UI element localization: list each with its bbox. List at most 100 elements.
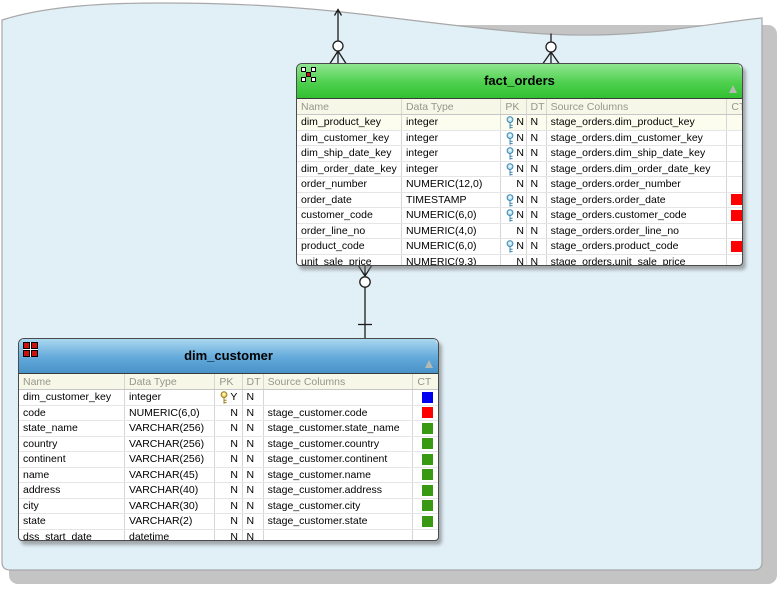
column-ct — [726, 130, 742, 146]
column-source: stage_orders.product_code — [546, 238, 728, 255]
column-pk: N — [500, 223, 527, 239]
scroll-up-icon[interactable] — [729, 68, 737, 93]
scroll-up-icon[interactable] — [425, 343, 433, 368]
table-header-fact-orders[interactable]: fact_orders — [297, 64, 742, 99]
column-pk: N — [214, 467, 243, 483]
column-source — [263, 389, 414, 406]
fact-table-icon — [301, 67, 317, 83]
column-dt: N — [242, 389, 264, 406]
column-dt: N — [526, 254, 547, 265]
column-source: stage_customer.name — [263, 467, 414, 483]
column-dt: N — [242, 498, 264, 514]
column-pk: N — [214, 405, 243, 421]
header-data-type: Data Type — [401, 99, 502, 115]
column-ct — [726, 145, 742, 162]
scroll-down-icon[interactable] — [737, 64, 742, 85]
column-name: dim_customer_key — [297, 130, 402, 146]
column-grid: Name Data Type PK DT Source Columns CT d… — [19, 374, 438, 540]
column-pk: N — [500, 176, 527, 193]
relationship-connector-top-left[interactable] — [329, 8, 347, 64]
table-dim-customer[interactable]: dim_customer Name Data Type PK DT Source… — [18, 338, 439, 541]
column-datatype: VARCHAR(2) — [124, 513, 216, 530]
header-pk: PK — [500, 99, 527, 115]
column-ct — [726, 114, 742, 131]
ct-green-indicator — [422, 500, 434, 512]
column-dt: N — [242, 451, 264, 468]
column-source: stage_orders.unit_sale_price — [546, 254, 728, 265]
column-name: city — [19, 498, 125, 514]
header-dt: DT — [242, 374, 264, 390]
column-dt: N — [242, 482, 264, 499]
column-source: stage_customer.state — [263, 513, 414, 530]
header-dt: DT — [526, 99, 547, 115]
column-source: stage_orders.order_number — [546, 176, 728, 193]
blue-key-icon — [507, 240, 514, 253]
column-pk: N — [500, 192, 527, 208]
column-datatype: integer — [401, 114, 502, 131]
column-datatype: VARCHAR(256) — [124, 451, 216, 468]
dimension-table-icon — [23, 342, 38, 357]
column-name: country — [19, 436, 125, 452]
column-name: name — [19, 467, 125, 483]
blue-key-icon — [507, 131, 514, 145]
ct-red-indicator — [422, 407, 434, 419]
column-ct — [726, 161, 742, 177]
scroll-down-icon[interactable] — [433, 339, 438, 360]
relationship-connector-top-right[interactable] — [542, 33, 560, 64]
ct-blue-indicator — [422, 391, 434, 403]
column-ct — [412, 467, 438, 483]
header-source-columns: Source Columns — [546, 99, 728, 115]
column-datatype: VARCHAR(40) — [124, 482, 216, 499]
column-pk: N — [214, 482, 243, 499]
column-datatype: VARCHAR(256) — [124, 436, 216, 452]
column-datatype: integer — [401, 161, 502, 177]
header-name: Name — [19, 374, 125, 390]
column-pk: N — [214, 529, 243, 540]
ct-red-indicator — [731, 209, 742, 221]
column-grid: Name Data Type PK DT Source Columns CT d… — [297, 99, 742, 265]
column-dt: N — [526, 207, 547, 224]
column-datatype: NUMERIC(12,0) — [401, 176, 502, 193]
column-pk: N — [500, 114, 527, 131]
column-datatype: VARCHAR(256) — [124, 420, 216, 437]
column-dt: N — [526, 176, 547, 193]
column-datatype: NUMERIC(6,0) — [401, 207, 502, 224]
column-pk: N — [500, 145, 527, 162]
column-dt: N — [242, 529, 264, 540]
column-source: stage_customer.city — [263, 498, 414, 514]
column-name: dim_order_date_key — [297, 161, 402, 177]
column-dt: N — [526, 192, 547, 208]
table-header-dim-customer[interactable]: dim_customer — [19, 339, 438, 374]
relationship-connector-fact-dim-customer[interactable] — [356, 263, 374, 339]
gold-key-icon — [221, 391, 228, 404]
table-fact-orders[interactable]: fact_orders Name Data Type PK DT Source … — [296, 63, 743, 266]
column-pk: N — [214, 513, 243, 530]
column-source: stage_orders.dim_ship_date_key — [546, 145, 728, 162]
column-name: dim_customer_key — [19, 389, 125, 406]
header-ct: CT — [726, 99, 742, 115]
column-datatype: integer — [124, 389, 216, 406]
column-name: address — [19, 482, 125, 499]
column-ct — [726, 254, 742, 265]
column-header-row: Name Data Type PK DT Source Columns CT — [19, 374, 438, 390]
